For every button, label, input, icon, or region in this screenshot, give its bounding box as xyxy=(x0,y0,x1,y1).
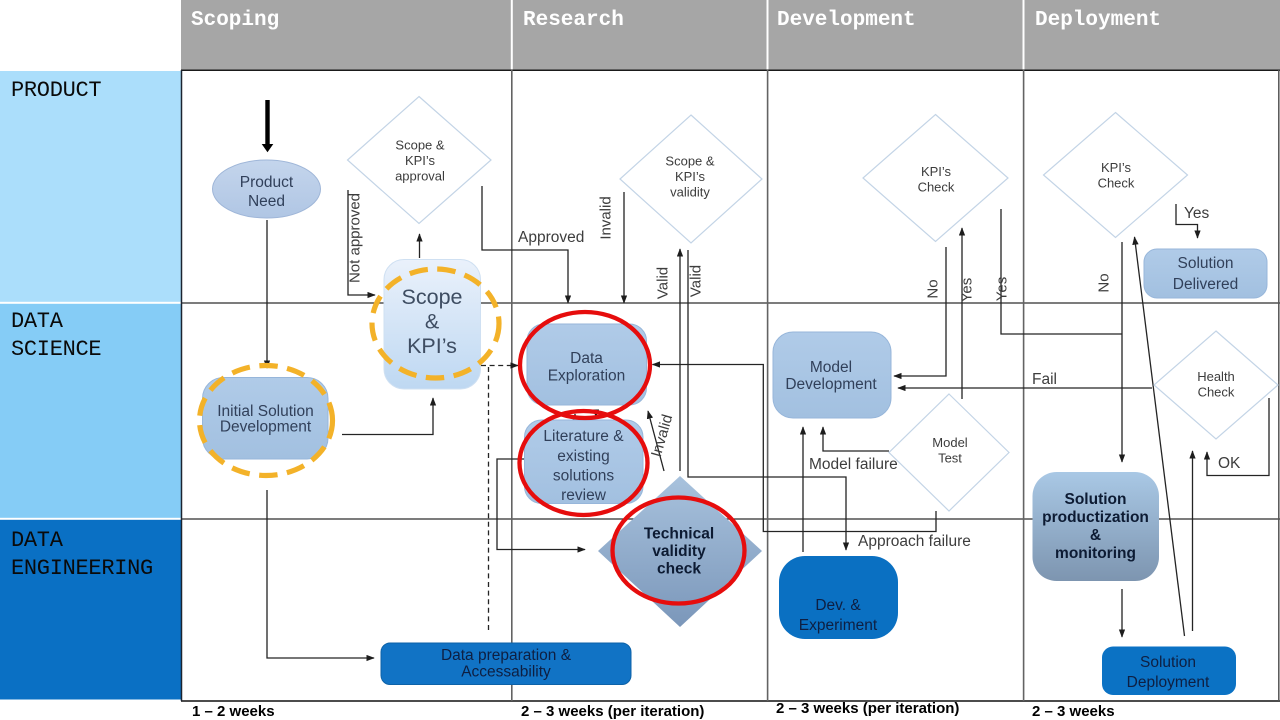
svg-text:OK: OK xyxy=(1218,455,1241,472)
svg-text:Not approved: Not approved xyxy=(347,193,364,283)
svg-text:Yes: Yes xyxy=(959,278,976,302)
svg-text:Research: Research xyxy=(523,9,624,32)
svg-text:Invalid: Invalid xyxy=(598,196,615,239)
svg-text:Dev. &Experiment: Dev. &Experiment xyxy=(799,597,878,634)
svg-text:Approved: Approved xyxy=(518,229,584,246)
svg-text:PRODUCT: PRODUCT xyxy=(11,78,101,103)
svg-text:2 – 3 weeks (per iteration): 2 – 3 weeks (per iteration) xyxy=(521,703,704,720)
svg-text:Scoping: Scoping xyxy=(191,9,279,32)
svg-text:1 – 2 weeks: 1 – 2 weeks xyxy=(192,703,275,720)
svg-text:2 – 3 weeks: 2 – 3 weeks xyxy=(1032,703,1115,720)
svg-text:Development: Development xyxy=(777,9,916,32)
svg-text:Valid: Valid xyxy=(688,265,705,297)
svg-text:Yes: Yes xyxy=(994,277,1011,301)
svg-text:Fail: Fail xyxy=(1032,371,1057,388)
svg-text:Data preparation &Accessabilit: Data preparation &Accessability xyxy=(441,647,572,681)
svg-text:Deployment: Deployment xyxy=(1035,9,1161,32)
svg-text:SCIENCE: SCIENCE xyxy=(11,337,101,362)
svg-text:DATA: DATA xyxy=(11,309,64,334)
svg-text:No: No xyxy=(1096,273,1113,292)
svg-text:Valid: Valid xyxy=(655,267,672,299)
svg-text:No: No xyxy=(925,279,942,298)
svg-text:DATA: DATA xyxy=(11,528,64,553)
svg-text:ENGINEERING: ENGINEERING xyxy=(11,556,153,581)
svg-text:2 – 3 weeks (per iteration): 2 – 3 weeks (per iteration) xyxy=(776,700,959,717)
svg-text:Model failure: Model failure xyxy=(809,456,898,473)
svg-text:Approach failure: Approach failure xyxy=(858,533,971,550)
svg-text:Yes: Yes xyxy=(1184,205,1210,222)
svg-text:Scope&KPI’s: Scope&KPI’s xyxy=(402,285,463,358)
